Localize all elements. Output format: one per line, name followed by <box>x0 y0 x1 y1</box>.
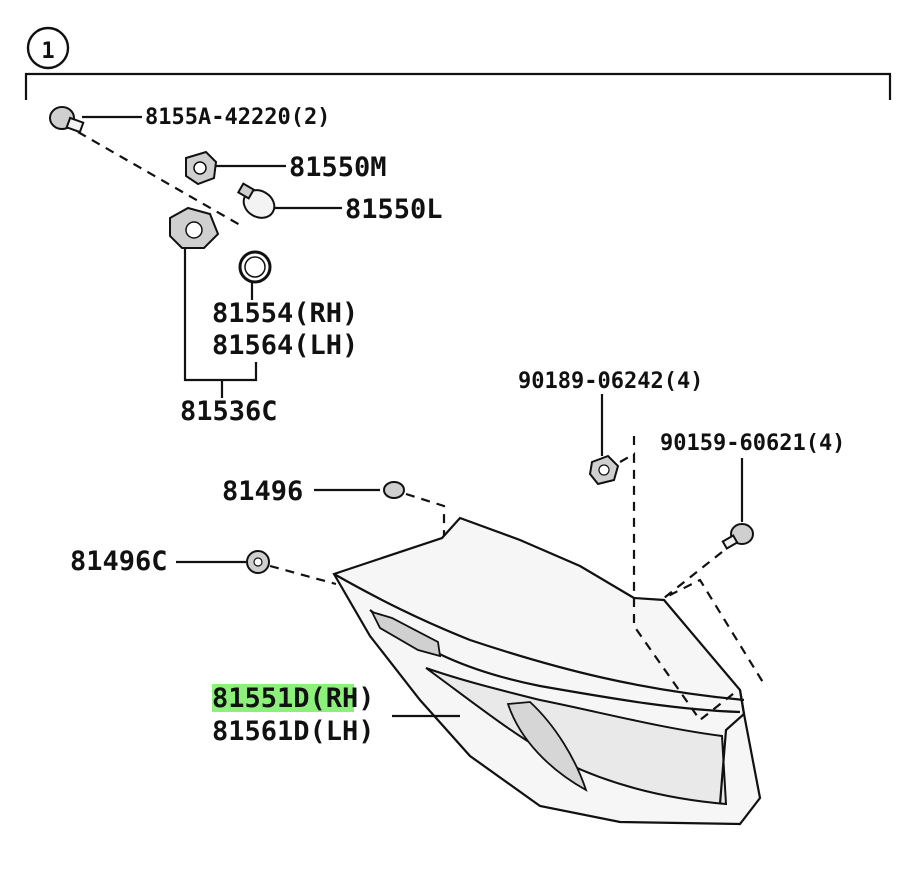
label-socket-m: 81550M <box>289 152 387 183</box>
dash-lamp-mount <box>632 598 739 722</box>
gasket-icon <box>238 250 272 284</box>
dash-screw-to-socket <box>77 131 241 226</box>
callout-circle <box>26 26 70 70</box>
label-bulb-l: 81550L <box>345 194 443 225</box>
tail-lamp-rear-face <box>718 689 746 805</box>
bolt-b-part[interactable] <box>721 523 754 550</box>
callout-number: 1 <box>41 39 54 64</box>
socket-assy-part[interactable] <box>169 206 220 249</box>
bolt-b-shank-icon <box>721 534 739 550</box>
tail-lamp-slot <box>370 610 442 658</box>
highlight-rh <box>212 684 354 712</box>
bolt-b-head-icon <box>730 523 754 545</box>
nut-a-hole <box>598 464 610 476</box>
callout-bracket <box>24 72 892 100</box>
dash-bolt-b <box>663 551 765 685</box>
label-socket-assy: 81536C <box>180 396 278 427</box>
bulb-l-part[interactable] <box>236 182 279 224</box>
label-screw-top: 8155A-42220(2) <box>145 105 330 130</box>
label-bolt-b: 90159-60621(4) <box>660 431 845 456</box>
screw-top-part[interactable] <box>49 106 85 134</box>
clip-c-hole <box>253 557 263 567</box>
label-lamp-lh: 81561D(LH) <box>212 716 375 747</box>
socket-m-part[interactable] <box>185 150 218 186</box>
label-lamp-rh: 81551D(RH) <box>212 683 375 714</box>
clip-part[interactable] <box>383 481 405 499</box>
clip-c-part[interactable] <box>246 550 270 574</box>
socket-m-hole <box>193 161 207 175</box>
dash-clip-c <box>269 564 337 586</box>
label-gasket-lh: 81564(LH) <box>212 330 358 361</box>
tail-lamp-part[interactable] <box>332 516 762 826</box>
dash-nut-a <box>619 452 636 598</box>
clip-icon <box>383 481 405 499</box>
screw-shank-icon <box>65 116 85 134</box>
label-clip: 81496 <box>222 476 303 507</box>
bulb-base-icon <box>236 182 256 200</box>
gasket-part[interactable] <box>238 250 272 284</box>
tail-lamp-reflector <box>506 701 588 792</box>
leader-socket-assy-bracket <box>183 248 258 382</box>
nut-a-part[interactable] <box>588 454 620 486</box>
socket-assy-hole <box>185 221 203 239</box>
tail-lamp-upper-edge <box>333 573 745 702</box>
label-nut-a: 90189-06242(4) <box>518 369 703 394</box>
dash-clip <box>405 492 476 580</box>
gasket-inner-icon <box>244 256 266 278</box>
callout-group: 1 <box>24 26 892 100</box>
label-gasket-rh: 81554(RH) <box>212 298 358 329</box>
tail-lamp-inner-lens <box>425 667 728 806</box>
label-clip-c: 81496C <box>70 546 168 577</box>
